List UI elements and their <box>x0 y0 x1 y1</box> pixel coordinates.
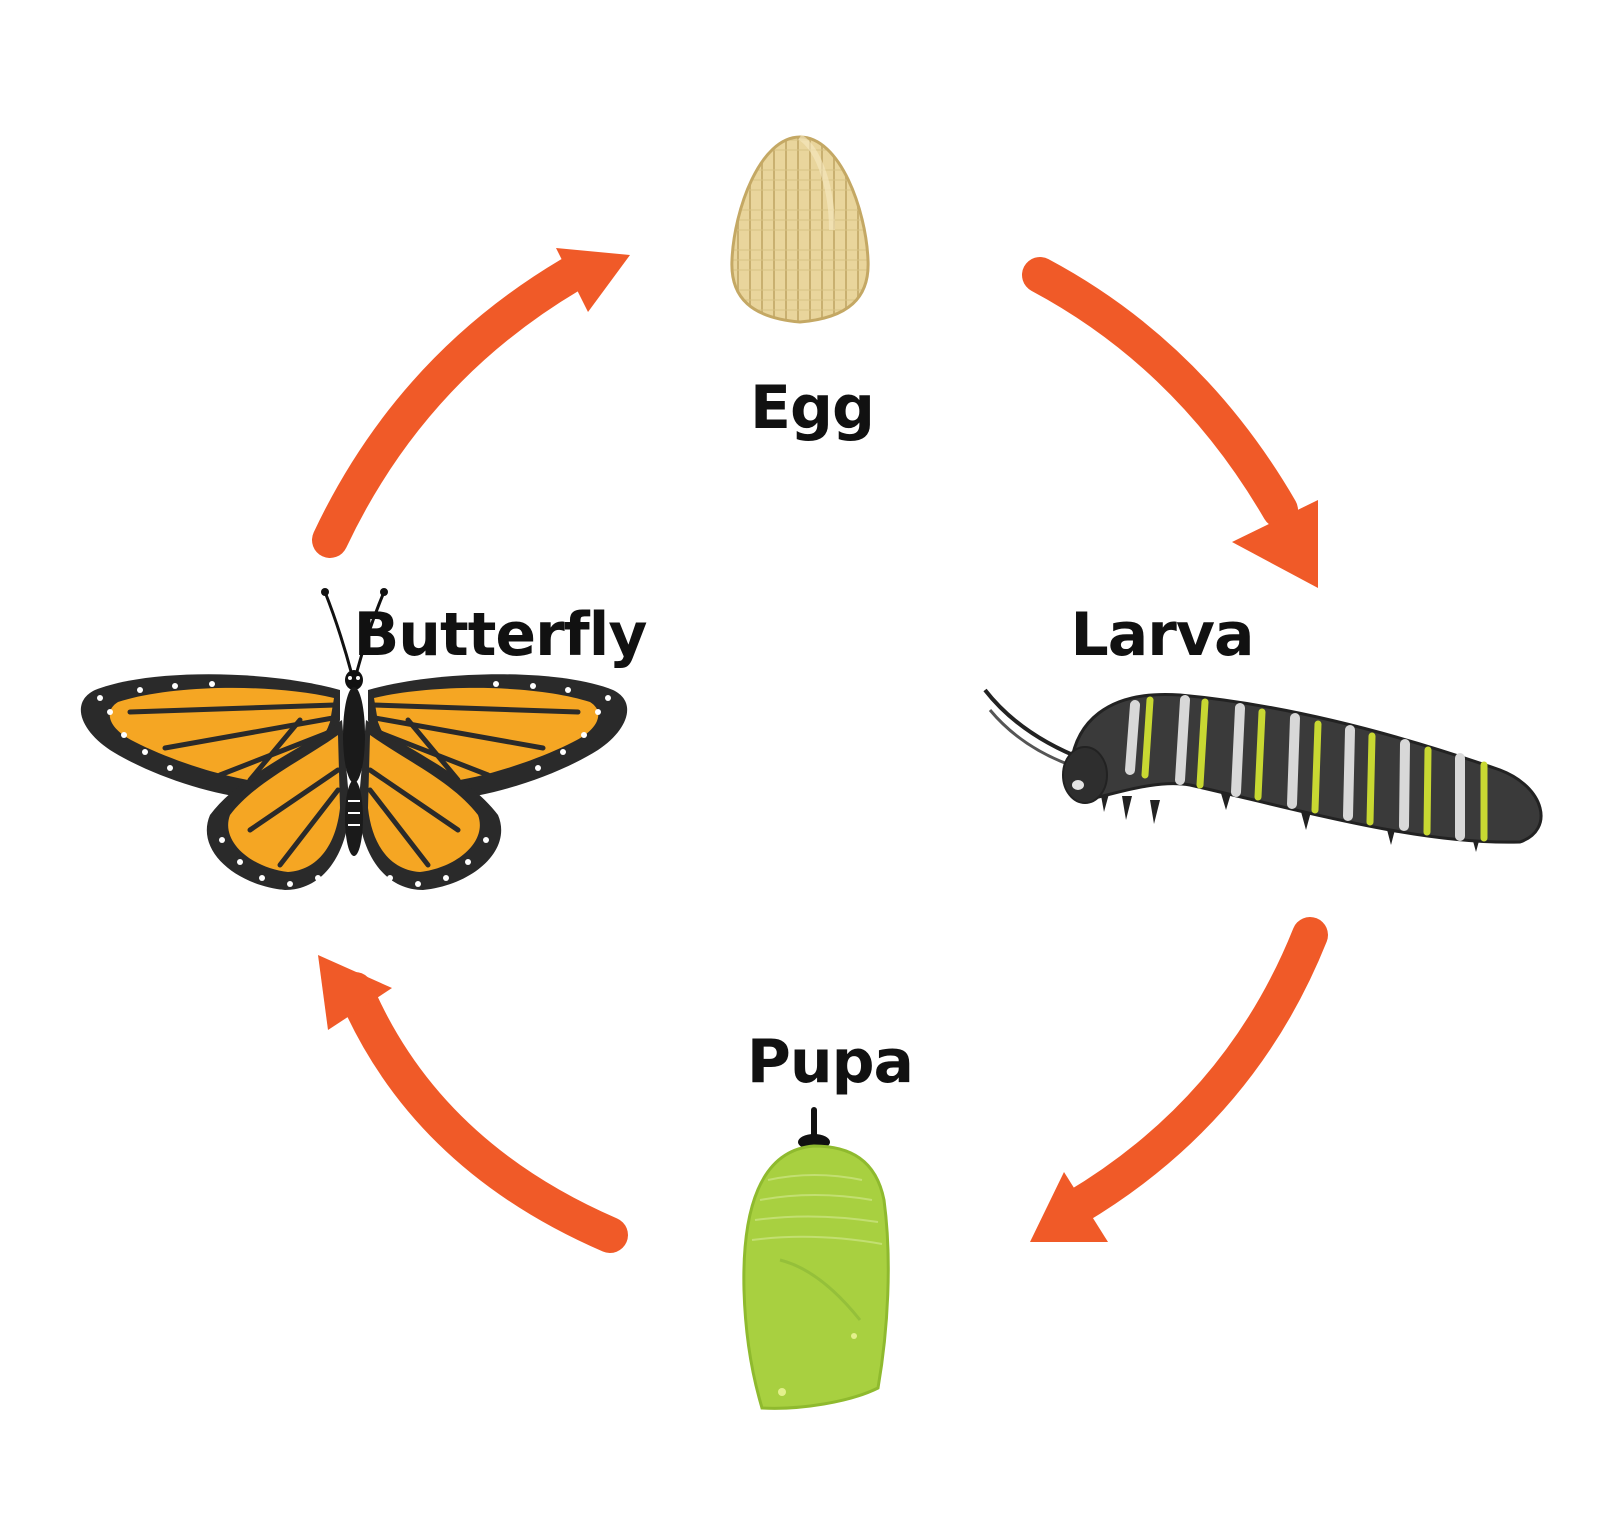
egg-icon <box>730 134 870 324</box>
caterpillar-icon <box>983 688 1543 852</box>
butterfly-icon <box>80 588 628 890</box>
arrow-egg-to-larva <box>1022 257 1318 588</box>
stage-label-egg: Egg <box>750 373 874 443</box>
arrow-butterfly-to-egg <box>312 248 630 558</box>
arrow-larva-to-pupa <box>1030 917 1328 1242</box>
cycle-arrows <box>312 248 1328 1253</box>
stage-label-pupa: Pupa <box>747 1027 913 1097</box>
chrysalis-icon <box>742 1107 890 1410</box>
stage-label-larva: Larva <box>1071 600 1254 670</box>
arrow-pupa-to-butterfly <box>318 955 628 1253</box>
stage-label-butterfly: Butterfly <box>354 600 648 670</box>
